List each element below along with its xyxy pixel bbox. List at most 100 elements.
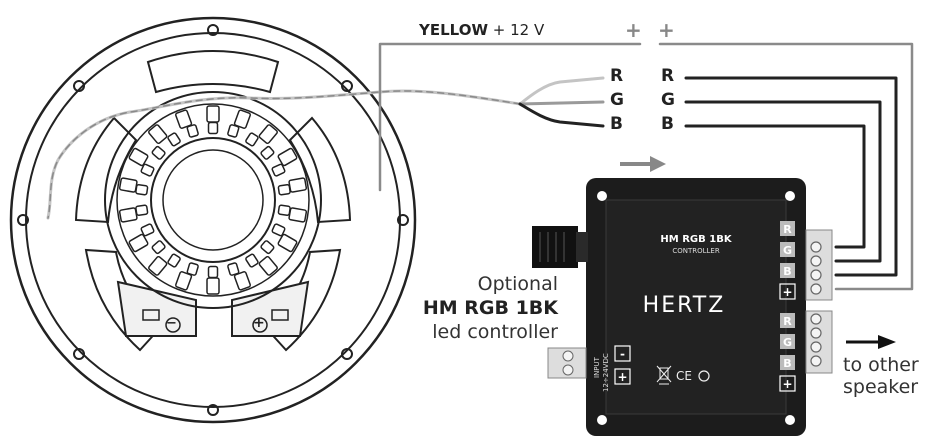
output2-plus-box xyxy=(779,375,796,392)
led-slot xyxy=(135,184,149,196)
controller-connector xyxy=(532,226,578,268)
arrow-to-other-head xyxy=(878,335,896,349)
wire-g-speaker xyxy=(518,100,605,106)
optional-line3: led controller xyxy=(432,321,558,343)
basket-window-bottom-right xyxy=(264,248,342,352)
optional-line1: Optional xyxy=(477,273,558,295)
controller-connector-neck xyxy=(576,232,588,262)
controller-r-label: R xyxy=(661,66,675,86)
led-slots-inner xyxy=(135,121,291,279)
weee-bin-icon xyxy=(656,365,672,385)
to-other-line1: to other xyxy=(843,354,919,376)
out1-g-label: G xyxy=(783,244,792,257)
led-slot xyxy=(207,265,219,279)
basket-window-bottom-left xyxy=(84,248,162,352)
led-slots-outer xyxy=(118,105,308,295)
speaker xyxy=(9,16,417,424)
basket-window-top xyxy=(146,50,280,94)
wire-r-controller xyxy=(684,76,898,277)
led-slot xyxy=(206,277,220,295)
speaker-b-label: B xyxy=(610,114,623,134)
led-slot xyxy=(118,177,138,193)
led-slot xyxy=(167,132,181,147)
wires xyxy=(46,42,914,291)
wire-b-controller xyxy=(684,124,866,249)
led-slot xyxy=(186,124,199,138)
controller-screw-tl xyxy=(597,191,607,201)
speaker-minus-label: − xyxy=(166,316,177,331)
wire-bundle-dark xyxy=(47,90,521,219)
arrow-to-controller-head xyxy=(650,156,666,172)
led-slot xyxy=(227,262,240,276)
led-slot xyxy=(271,223,286,237)
wire-yellow-controller xyxy=(658,42,914,291)
led-slot xyxy=(277,147,298,167)
led-slot xyxy=(258,255,278,276)
controller-panel xyxy=(605,199,787,415)
optional-model: HM RGB 1BK xyxy=(422,297,558,319)
out2-g-label: G xyxy=(783,336,792,349)
led-slot xyxy=(148,255,168,276)
out1-plus-label: + xyxy=(782,285,792,299)
led-slot xyxy=(151,145,166,160)
yellow-wire-label: YELLOW + 12 V xyxy=(419,21,544,39)
optional-line2: HM RGB 1BK xyxy=(420,296,558,320)
led-slot xyxy=(258,124,278,145)
wire-bundle-light xyxy=(46,89,522,220)
to-other-line2: speaker xyxy=(843,376,919,398)
to-other-speaker: to other speaker xyxy=(843,354,919,398)
led-slot xyxy=(140,163,155,177)
input-screw-2 xyxy=(562,364,574,376)
led-slot xyxy=(206,105,220,123)
connector-grip xyxy=(539,232,565,262)
output1-plus-box xyxy=(779,283,796,300)
led-slot xyxy=(148,124,168,145)
controller-model: HM RGB 1BK xyxy=(660,234,732,245)
led-slot xyxy=(207,121,219,135)
wire-r-speaker xyxy=(518,76,605,106)
led-slot xyxy=(186,262,199,276)
led-slot xyxy=(175,109,193,129)
yellow-label: YELLOW xyxy=(419,21,488,39)
out2-r-label: R xyxy=(783,315,792,328)
controller-screw-br xyxy=(785,415,795,425)
terminal-tab-positive xyxy=(271,309,289,321)
led-slot xyxy=(288,177,308,193)
controller-screw-bl xyxy=(597,415,607,425)
led-slot xyxy=(233,271,251,291)
motor-ring-outer xyxy=(104,91,322,309)
led-slot xyxy=(175,271,193,291)
led-slot xyxy=(277,233,298,253)
controller-b-label: B xyxy=(661,114,674,134)
mounting-holes xyxy=(17,24,409,416)
speaker-r-label: R xyxy=(610,66,624,86)
speaker-inner-rim xyxy=(25,32,401,408)
led-slot xyxy=(271,163,286,177)
input-plus-label: + xyxy=(617,370,627,384)
negative-symbol-ring xyxy=(165,317,181,333)
optional-note: Optional HM RGB 1BK led controller xyxy=(420,272,558,344)
led-slot xyxy=(118,207,138,223)
certification-circle-icon xyxy=(698,370,710,382)
positive-symbol-ring xyxy=(252,317,268,333)
input-label-1: INPUT xyxy=(593,356,601,378)
plus-controller-side: + xyxy=(658,18,675,42)
controller-screw-tr xyxy=(785,191,795,201)
wire-yellow-speaker xyxy=(378,42,642,192)
led-slot xyxy=(260,240,275,255)
output-label-boxes xyxy=(780,221,795,370)
out1-b-label: B xyxy=(783,265,791,278)
led-slot xyxy=(151,240,166,255)
input-screw-1 xyxy=(562,350,574,362)
wire-g-controller xyxy=(684,100,882,263)
motor-ring-inner xyxy=(150,137,276,263)
led-slot xyxy=(260,145,275,160)
speaker-outer-rim xyxy=(9,16,417,424)
input-minus-label: - xyxy=(620,347,625,361)
input-label-2: 12÷24VDC xyxy=(602,353,610,392)
out2-plus-label: + xyxy=(782,377,792,391)
controller-brand: HERTZ xyxy=(643,293,726,318)
led-slot xyxy=(128,233,149,253)
led-slot xyxy=(233,109,251,129)
